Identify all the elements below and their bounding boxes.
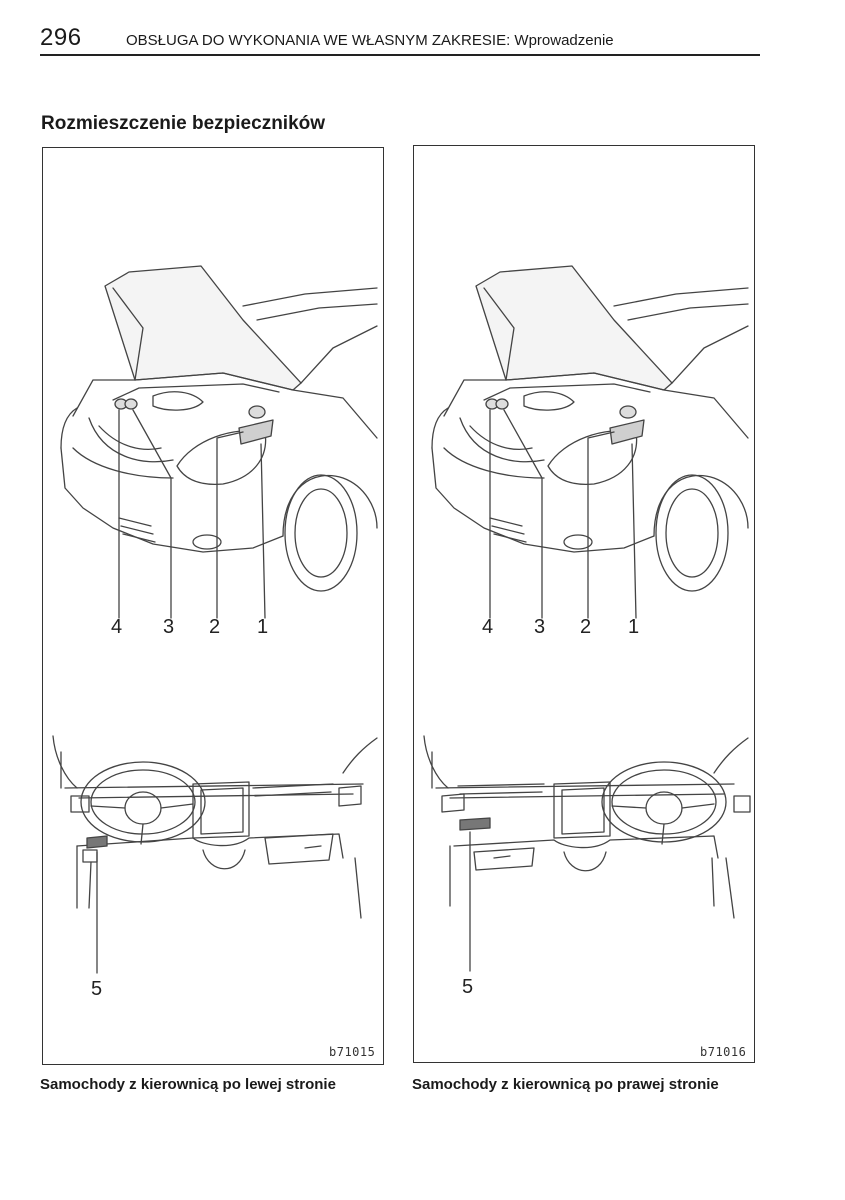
callout-4: 4	[111, 616, 123, 638]
caption-left-hand-drive: Samochody z kierownicą po lewej stronie	[40, 1076, 336, 1093]
callout-1: 1	[257, 616, 269, 638]
running-title: OBSŁUGA DO WYKONANIA WE WŁASNYM ZAKRESIE…	[126, 32, 614, 49]
callout-2: 2	[209, 616, 221, 638]
section-title: Rozmieszczenie bezpieczników	[41, 113, 326, 134]
figure-left-hand-drive: 4 3 2 1 5 b71015	[42, 147, 384, 1065]
callout-5: 5	[462, 976, 474, 998]
caption-right-hand-drive: Samochody z kierownicą po prawej stronie	[412, 1076, 719, 1093]
illustration-car-fuse-locations	[423, 265, 751, 972]
image-code: b71015	[329, 1045, 376, 1059]
image-code: b71016	[700, 1045, 747, 1059]
page-header: 296 OBSŁUGA DO WYKONANIA WE WŁASNYM ZAKR…	[40, 24, 760, 56]
callout-2: 2	[580, 616, 592, 638]
illustration-car-fuse-locations	[52, 265, 378, 974]
figure-right-hand-drive: 4 3 2 1 5 b71016	[413, 145, 755, 1063]
callout-4: 4	[482, 616, 494, 638]
callout-3: 3	[534, 616, 546, 638]
callout-1: 1	[628, 616, 640, 638]
callout-5: 5	[91, 978, 103, 1000]
page-number: 296	[40, 24, 82, 51]
callout-3: 3	[163, 616, 175, 638]
